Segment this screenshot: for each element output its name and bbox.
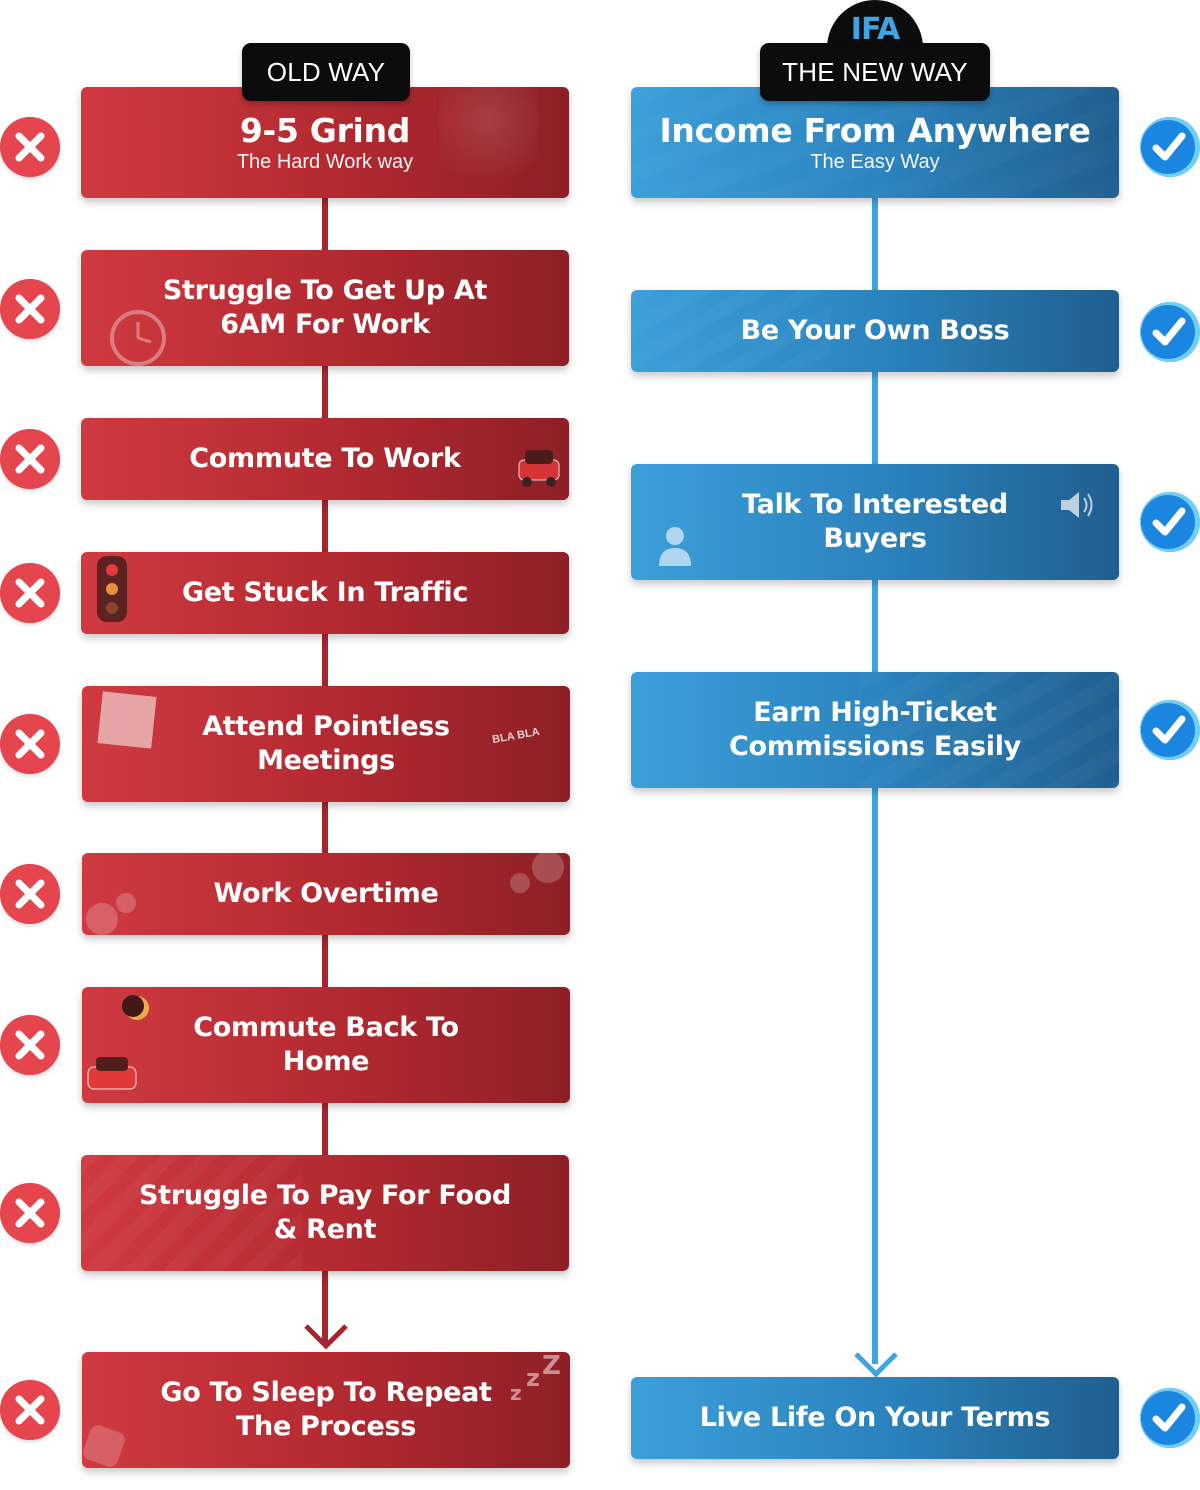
notepad-icon (97, 691, 157, 749)
x-icon (0, 279, 60, 339)
new-step-title-line-2: Commissions Easily (729, 731, 1021, 762)
sleep-zzz-icon: z z Z (510, 1354, 561, 1404)
check-icon (1140, 700, 1200, 760)
bla-bla-text: BLA BLA (491, 725, 541, 747)
old-step-title-line-1: Struggle To Get Up At (162, 275, 488, 306)
repeat-icon (83, 1425, 125, 1467)
new-step-title-line-1: Earn High-Ticket (753, 697, 997, 728)
old-step-title-line-1: Attend Pointless (202, 711, 450, 742)
old-step-traffic: Get Stuck In Traffic (81, 552, 569, 634)
old-step-sleep: z z Z Go To Sleep To Repeat The Process (82, 1352, 570, 1468)
x-icon (0, 864, 60, 924)
new-step-buyers: Talk To Interested Buyers (631, 464, 1119, 580)
new-way-arrowhead (854, 1352, 898, 1378)
old-step-title-line-2: Home (282, 1046, 370, 1077)
old-step-title-line-1: Commute Back To (193, 1012, 459, 1043)
money-icon (859, 672, 1119, 788)
old-step-pay-rent: Struggle To Pay For Food & Rent (81, 1155, 569, 1271)
clock-icon (510, 853, 564, 893)
x-icon (0, 714, 60, 774)
old-step-grind: 9-5 Grind The Hard Work way (81, 87, 569, 198)
old-step-meetings: BLA BLA Attend Pointless Meetings (82, 686, 570, 802)
check-icon (1140, 117, 1200, 177)
car-icon (87, 1057, 137, 1090)
x-icon (0, 1015, 60, 1075)
old-way-arrowhead (304, 1324, 348, 1350)
money-icon (81, 1155, 301, 1271)
logo-text: IFA (850, 12, 900, 47)
check-icon (1140, 302, 1200, 362)
new-step-subtitle: The Easy Way (810, 150, 940, 173)
old-step-title: 9-5 Grind (239, 110, 411, 150)
old-step-title: Work Overtime (213, 878, 439, 909)
money-icon (631, 290, 831, 372)
new-step-title: Live Life On Your Terms (699, 1402, 1051, 1433)
old-step-overtime: Work Overtime (82, 853, 570, 935)
car-icon (518, 450, 560, 487)
svg-text:z: z (510, 1381, 522, 1404)
x-icon (0, 1380, 60, 1440)
svg-text:Z: Z (542, 1354, 561, 1381)
new-step-commissions: Earn High-Ticket Commissions Easily (631, 672, 1119, 788)
old-step-subtitle: The Hard Work way (236, 150, 414, 173)
old-step-wake-up: Struggle To Get Up At 6AM For Work (81, 250, 569, 366)
old-step-title-line-2: The Process (235, 1411, 417, 1442)
x-icon (0, 1183, 60, 1243)
clock-icon (86, 893, 136, 935)
old-step-title-line-2: & Rent (273, 1214, 377, 1245)
alarm-clock-icon (110, 310, 166, 366)
money-icon (631, 87, 1119, 198)
old-step-title-line-2: 6AM For Work (220, 309, 430, 340)
old-step-title-line-1: Struggle To Pay For Food (139, 1180, 511, 1211)
moon-icon (122, 995, 149, 1020)
old-step-commute: Commute To Work (81, 418, 569, 500)
traffic-light-icon (97, 556, 127, 622)
person-icon (659, 527, 691, 566)
old-step-title-line-2: Meetings (257, 745, 395, 776)
check-icon (1140, 492, 1200, 552)
new-step-income: Income From Anywhere The Easy Way (631, 87, 1119, 198)
old-step-title-line-1: Go To Sleep To Repeat (160, 1377, 492, 1408)
new-step-title: Be Your Own Boss (740, 315, 1010, 346)
svg-text:z: z (526, 1364, 540, 1392)
new-step-live-life: Live Life On Your Terms (631, 1377, 1119, 1459)
old-step-title: Get Stuck In Traffic (181, 577, 469, 608)
new-step-title-line-1: Talk To Interested (742, 489, 1008, 520)
check-icon (1140, 1388, 1200, 1448)
new-step-own-boss: Be Your Own Boss (631, 290, 1119, 372)
x-icon (0, 563, 60, 623)
x-icon (0, 117, 60, 177)
old-step-commute-back: Commute Back To Home (82, 987, 570, 1103)
stressed-person-icon (439, 87, 539, 198)
old-step-title: Commute To Work (189, 443, 461, 474)
new-step-title-line-2: Buyers (823, 523, 927, 554)
speaker-icon (1061, 492, 1093, 518)
x-icon (0, 429, 60, 489)
old-way-header: OLD WAY (242, 43, 410, 101)
new-step-title: Income From Anywhere (659, 110, 1091, 150)
new-way-header: THE NEW WAY (760, 43, 990, 101)
